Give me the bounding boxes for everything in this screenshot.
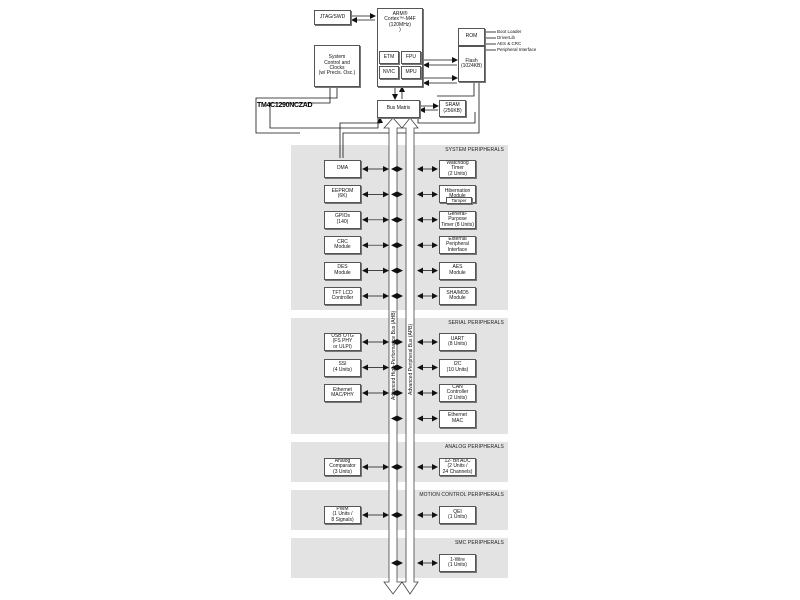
periph-system-left-1: EEPROM (6K) [324, 185, 361, 204]
fpu-block: FPU [401, 51, 421, 64]
rom-label: DriverLib [497, 35, 516, 40]
flash-block: Flash (1024KB) [458, 46, 485, 82]
cpu-title: ARM® Cortex™-M4F (120MHz) ) [384, 11, 416, 34]
periph-serial-left-2: Ethernet MAC/PHY [324, 384, 361, 402]
analog-peripherals-title: ANALOG PERIPHERALS [444, 444, 504, 450]
periph-motion-right-0: QEI (1 Units) [439, 506, 476, 524]
periph-system-left-4: DES Module [324, 261, 361, 280]
periph-system-left-0: DMA [324, 160, 361, 178]
rom-label: Peripheral Interface [497, 47, 537, 52]
periph-serial-right-0: UART (8 Units) [439, 333, 476, 351]
periph-system-left-5: TFT LCD Controller [324, 287, 361, 305]
periph-system-right-0: Watchdog Timer (2 Units) [439, 160, 476, 178]
periph-system-right-4: AES Module [439, 261, 476, 280]
apb-bus-label: Advanced Peripheral Bus (APB) [408, 323, 414, 395]
periph-analog-right-0: 12- Bit ADC (2 Units / 24 Channels) [439, 458, 476, 476]
periph-system-left-2: GPIOs (140) [324, 210, 361, 229]
serial-peripherals-title: SERIAL PERIPHERALS [448, 320, 504, 326]
periph-serial-left-1: SSI (4 Units) [324, 358, 361, 377]
rom-label: Boot Loader [497, 29, 522, 34]
tamper-block: Tamper [446, 197, 472, 204]
ahb-bus-label: Advanced High-Performance Bus (AHB) [391, 310, 397, 400]
periph-system-right-5: SHA/MD5 Module [439, 287, 476, 305]
periph-motion-left-0: PWM (1 Units / 8 Signals) [324, 506, 361, 524]
mpu-block: MPU [401, 66, 421, 79]
bus-matrix-block: Bus Matrix [377, 100, 420, 118]
periph-smc-right-0: 1-Wire (1 Units) [439, 554, 476, 572]
nvic-block: NVIC [379, 66, 399, 79]
periph-system-left-3: CRC Module [324, 236, 361, 255]
periph-serial-right-1: I2C (10 Units) [439, 358, 476, 377]
etm-block: ETM [379, 51, 399, 64]
sram-block: SRAM (256KB) [439, 100, 466, 117]
periph-serial-right-3: Ethernet MAC [439, 409, 476, 428]
periph-system-right-2: General- Purpose Timer (8 Units) [439, 210, 476, 229]
periph-analog-left-0: Analog Comparator (3 Units) [324, 458, 361, 476]
periph-serial-left-0: USB OTG (FS PHY or ULPI) [324, 333, 361, 351]
periph-serial-right-2: CAN Controller (2 Units) [439, 384, 476, 402]
periph-system-right-3: External Peripheral Interface [439, 236, 476, 255]
smc-peripherals-title: SMC PERIPHERALS [454, 540, 504, 546]
jtag-swd-block: JTAG/SWD [314, 10, 351, 25]
motion-control-peripherals-title: MOTION CONTROL PERIPHERALS [419, 492, 504, 498]
part-number-label: TM4C1290NCZAD [257, 102, 313, 109]
system-peripherals-title: SYSTEM PERIPHERALS [445, 147, 504, 153]
system-control-clocks-block: System Control and Clocks (w/ Precis. Os… [314, 45, 360, 87]
rom-block: ROM [458, 28, 485, 46]
rom-label: AES & CRC [497, 41, 522, 46]
